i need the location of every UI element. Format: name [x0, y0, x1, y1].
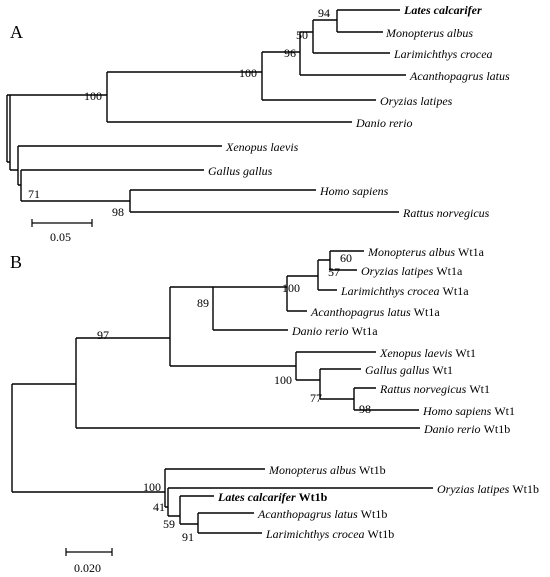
branch — [129, 189, 399, 213]
branch — [169, 286, 296, 367]
tree-a-branches — [6, 9, 406, 213]
tip-label: Monopterus albus — [385, 26, 473, 40]
panel-a-label: A — [10, 22, 23, 42]
scale-bar-line — [31, 219, 93, 227]
branch — [295, 351, 376, 381]
branch — [11, 383, 165, 493]
bootstrap-value: 41 — [153, 500, 165, 514]
bootstrap-value: 60 — [340, 251, 352, 265]
branch — [312, 19, 390, 54]
tip-label: Acanthopagrus latus Wt1b — [257, 507, 387, 521]
branch — [286, 275, 318, 312]
bootstrap-value: 98 — [359, 402, 371, 416]
tip-label: Larimichthys crocea Wt1b — [265, 527, 394, 541]
branch — [106, 71, 352, 123]
tip-label: Larimichthys crocea Wt1a — [340, 284, 469, 298]
scale-bar-b: 0.020 — [65, 548, 113, 575]
bootstrap-value: 94 — [318, 6, 330, 20]
tip-label: Rattus norvegicus — [402, 206, 490, 220]
tip-label: Monopterus albus Wt1a — [367, 245, 485, 259]
bootstrap-value: 100 — [143, 480, 161, 494]
tip-label: Acanthopagrus latus — [409, 69, 510, 83]
branch — [299, 31, 406, 76]
tip-label: Oryzias latipes — [380, 94, 453, 108]
branch — [75, 337, 420, 429]
branch — [20, 169, 204, 202]
scale-bar-label: 0.05 — [50, 230, 71, 244]
scale-bar-line — [65, 548, 113, 556]
tree-a-tips: Lates calcarifer Monopterus albus Larimi… — [208, 3, 510, 220]
bootstrap-value: 89 — [197, 296, 209, 310]
scale-bar-a: 0.05 — [31, 219, 93, 244]
bootstrap-value: 59 — [163, 517, 175, 531]
bootstrap-value: 100 — [239, 66, 257, 80]
panel-b-label: B — [10, 252, 22, 272]
bootstrap-value: 100 — [274, 373, 292, 387]
branch — [317, 259, 337, 291]
tip-label: Xenopus laevis — [225, 140, 299, 154]
tip-label: Acanthopagrus latus Wt1a — [310, 305, 440, 319]
tip-label: Homo sapiens Wt1 — [422, 404, 515, 418]
bootstrap-value: 100 — [84, 89, 102, 103]
bootstrap-value: 91 — [182, 530, 194, 544]
tip-label: Oryzias latipes Wt1a — [361, 264, 463, 278]
scale-bar-label: 0.020 — [74, 561, 101, 575]
panel-a: A Lates calcarifer Monopterus albus Lar — [6, 3, 510, 244]
branch — [336, 9, 400, 33]
branch — [353, 387, 419, 411]
bootstrap-value: 97 — [97, 328, 109, 342]
tip-label: Larimichthys crocea — [393, 47, 493, 61]
tip-label: Rattus norvegicus Wt1 — [379, 382, 490, 396]
branch — [212, 286, 288, 331]
panel-b: B Monopterus alb — [10, 245, 539, 575]
tip-label: Homo sapiens — [319, 184, 389, 198]
branch — [17, 145, 222, 186]
branch — [179, 495, 214, 525]
tip-label: Danio rerio Wt1a — [291, 324, 378, 338]
tree-b-tips: Monopterus albus Wt1a Oryzias latipes Wt… — [217, 245, 539, 541]
tip-label: Gallus gallus Wt1 — [365, 363, 453, 377]
tip-label: Lates calcarifer Wt1b — [217, 490, 328, 504]
branch — [319, 368, 361, 400]
branch — [9, 94, 107, 171]
bootstrap-value: 50 — [296, 28, 308, 42]
tip-label: Danio rerio Wt1b — [423, 422, 510, 436]
bootstrap-value: 100 — [282, 281, 300, 295]
tip-label: Lates calcarifer — [403, 3, 482, 17]
bootstrap-value: 71 — [28, 187, 40, 201]
branch — [197, 512, 262, 534]
bootstrap-value: 98 — [112, 205, 124, 219]
bootstrap-value: 77 — [310, 391, 322, 405]
tip-label: Danio rerio — [355, 116, 413, 130]
tip-label: Monopterus albus Wt1b — [268, 463, 386, 477]
bootstrap-value: 57 — [328, 265, 340, 279]
branch — [167, 487, 433, 517]
branch — [329, 250, 364, 271]
branch — [261, 51, 376, 101]
tree-b-bootstrap: 60 57 100 89 97 100 77 98 100 41 59 91 — [97, 251, 371, 544]
tip-label: Gallus gallus — [208, 164, 273, 178]
tree-a-bootstrap: 94 50 96 100 100 71 98 — [28, 6, 330, 219]
bootstrap-value: 96 — [284, 46, 296, 60]
tip-label: Oryzias latipes Wt1b — [437, 482, 539, 496]
tip-label: Xenopus laevis Wt1 — [379, 346, 476, 360]
tree-b-branches — [11, 250, 433, 534]
